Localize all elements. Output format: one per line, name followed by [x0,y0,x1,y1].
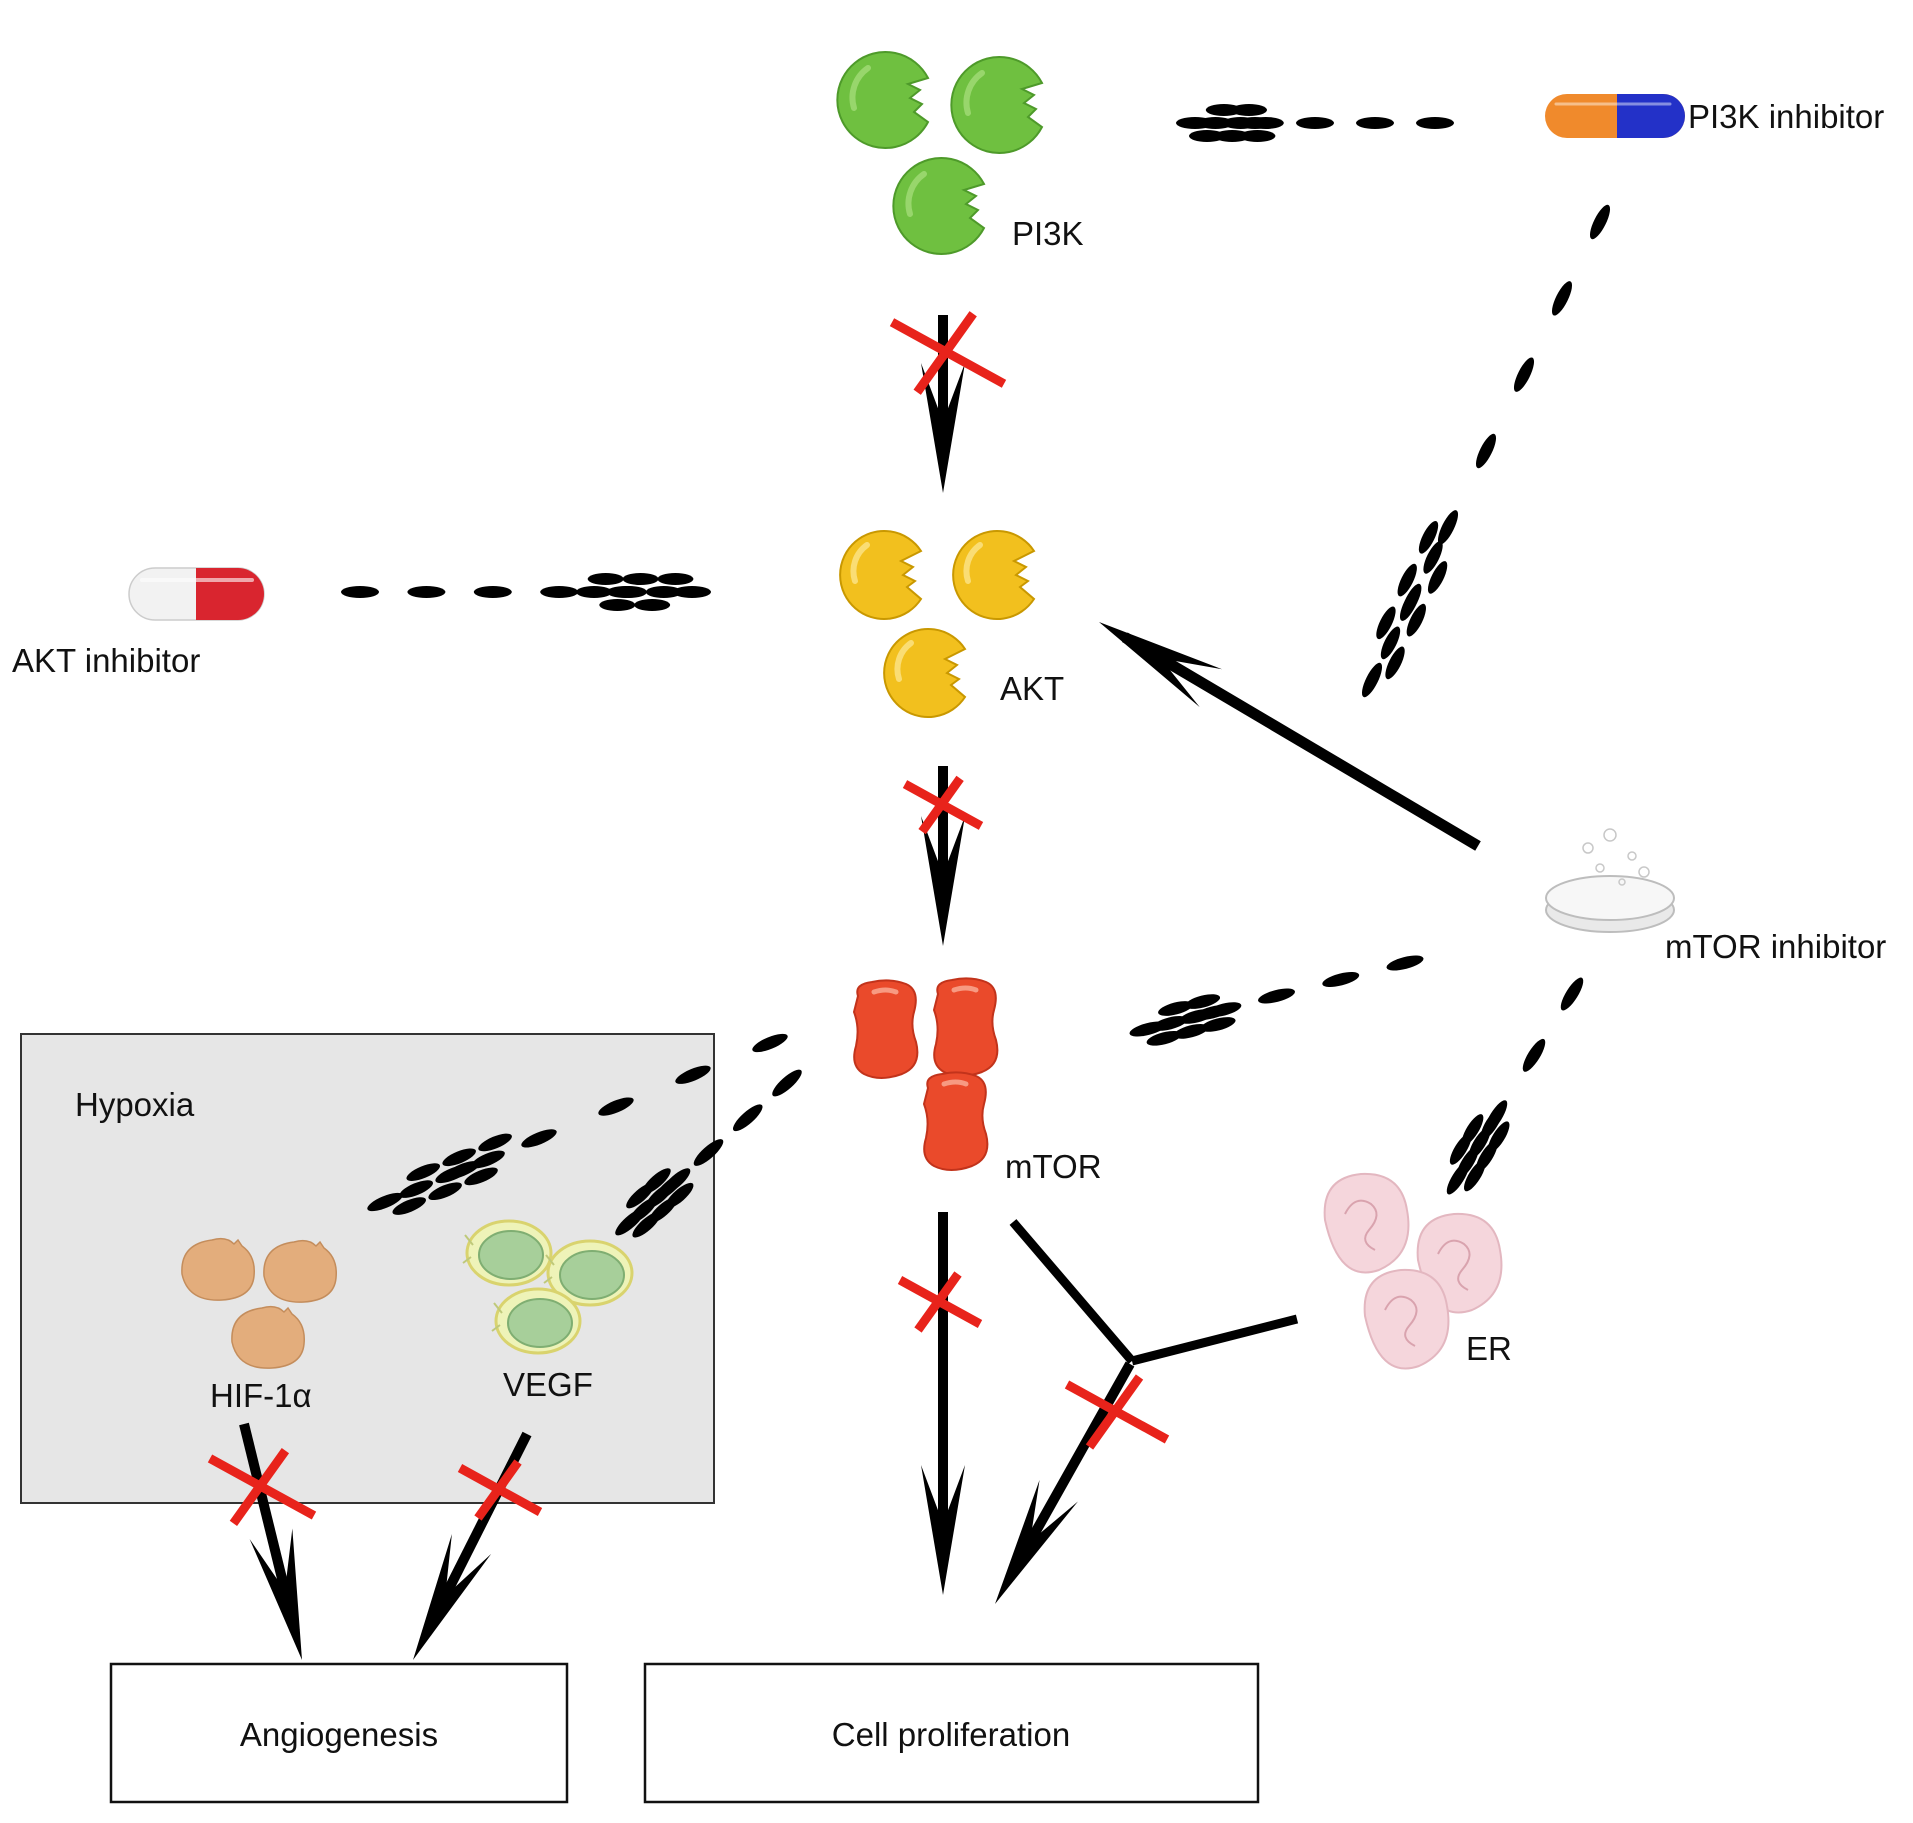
akt-inhibitor-dashes [341,573,711,611]
mtor-inhibitor-to-er-dashes [1446,977,1584,1195]
cell-proliferation-box [643,1662,1260,1804]
hypoxia-label: Hypoxia [75,1086,195,1123]
angiogenesis-label: Angiogenesis [240,1716,438,1753]
hif-to-angiogenesis-arrow [239,1422,302,1660]
pi3k-inhibitor-to-akt-dashes [1361,204,1611,698]
hif-1a-label: HIF-1α [210,1377,312,1414]
mtor-proliferation-block-cross-icon [897,1271,983,1333]
mtor-er-merge-lines [1009,1219,1299,1366]
hif-angiogenesis-block-cross-icon [207,1447,317,1527]
pi3k-inhibitor-capsule-icon [1545,94,1685,138]
akt-to-mtor-arrow [921,766,965,946]
merge-proliferation-block-cross-icon [1064,1374,1170,1450]
mtor-inhibitor-to-akt-arrow [1099,622,1481,851]
mtor-inhibitor-label: mTOR inhibitor [1665,928,1886,965]
pi3k-inhibitor-dashes [1176,104,1454,142]
pi3k-label: PI3K [1012,215,1084,252]
er-label: ER [1466,1330,1512,1367]
mtor-inhibitor-to-mtor-dashes [1129,955,1424,1046]
cell-proliferation-label: Cell proliferation [832,1716,1070,1753]
akt-label: AKT [1000,670,1064,707]
mtor-to-proliferation-arrow [921,1212,965,1595]
mtor-protein-icon [854,978,997,1170]
mtor-to-vegf-dashes [615,1069,802,1238]
vegf-angiogenesis-block-cross-icon [457,1459,543,1521]
mtor-label: mTOR [1005,1148,1102,1185]
pi3k-inhibitor-label: PI3K inhibitor [1688,98,1884,135]
angiogenesis-box [109,1662,569,1804]
block-crosses [207,311,1170,1527]
merged-to-proliferation-arrow [995,1361,1135,1604]
akt-inhibitor-label: AKT inhibitor [12,642,200,679]
mtor-inhibitor-tablet-icon [1545,828,1675,933]
pi3k-akt-block-cross-icon [889,311,1007,395]
akt-inhibitor-capsule-icon [128,567,265,621]
akt-mtor-block-cross-icon [902,775,984,835]
vegf-label: VEGF [503,1366,593,1403]
pathway-arrows [239,315,1481,1660]
inhibition-dashes [341,104,1611,1238]
pi3k-to-akt-arrow [921,315,965,493]
mtor-to-hif-dashes [367,1033,788,1215]
